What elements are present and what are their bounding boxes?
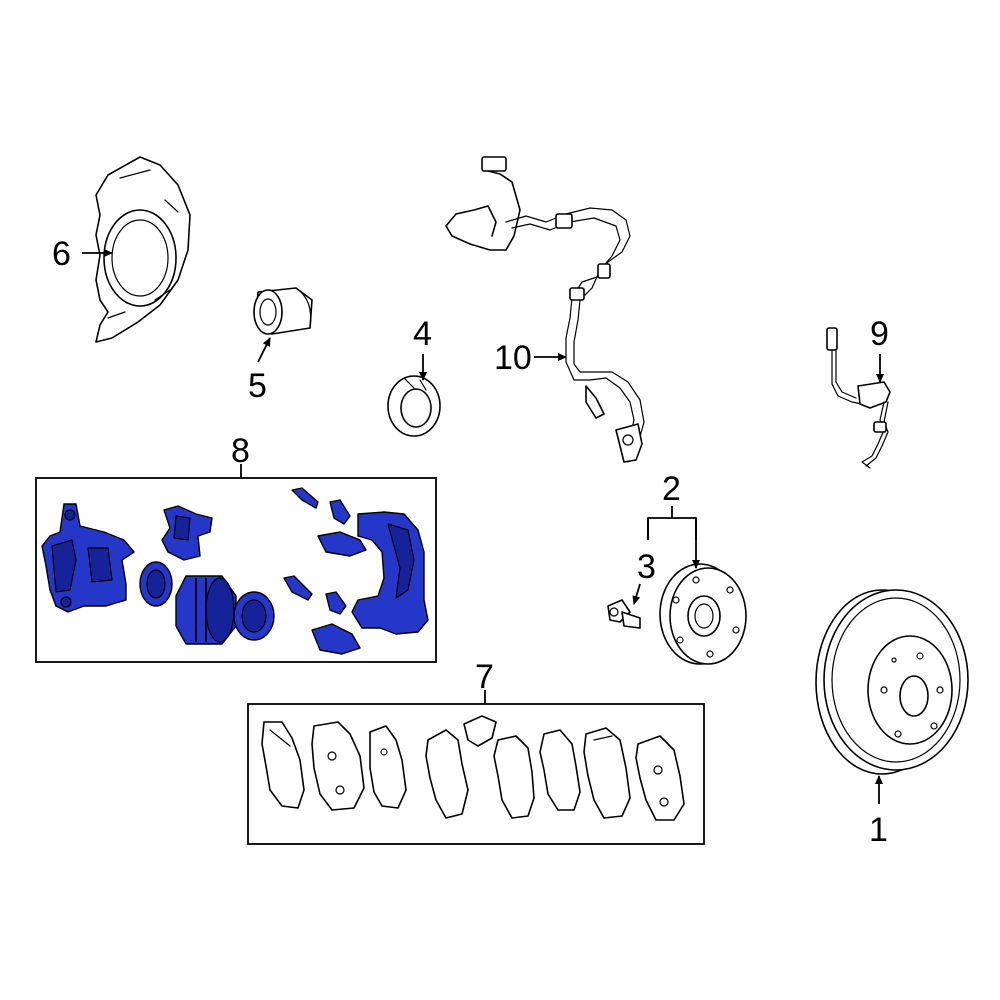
pad-clip-upper-highlighted[interactable]	[317, 531, 367, 557]
callout-4[interactable]: 4	[413, 315, 432, 353]
brake-pad-4[interactable]	[425, 729, 469, 819]
caliper-seal-highlighted[interactable]	[139, 561, 173, 607]
callout-8[interactable]: 8	[231, 432, 250, 470]
callout-7[interactable]: 7	[475, 658, 494, 696]
hub-assembly-part[interactable]	[659, 563, 747, 665]
wheel-bearing-part[interactable]	[253, 287, 313, 335]
caliper-body-highlighted[interactable]	[41, 503, 135, 613]
callout-10[interactable]: 10	[494, 339, 532, 377]
brake-pad-5[interactable]	[493, 735, 535, 819]
leader-2-bracket	[647, 517, 697, 540]
caliper-boot-highlighted[interactable]	[233, 591, 275, 641]
pad-clip-lower-highlighted[interactable]	[311, 623, 361, 655]
abs-sensor-part[interactable]	[826, 327, 891, 469]
callout-2[interactable]: 2	[662, 470, 681, 508]
leader-5	[257, 337, 271, 363]
guide-pin-upper-highlighted[interactable]	[291, 487, 351, 525]
splash-shield-part[interactable]	[95, 156, 191, 343]
brake-pad-6[interactable]	[539, 729, 581, 811]
brake-pad-7[interactable]	[583, 727, 631, 819]
brake-rotor-part[interactable]	[815, 589, 969, 775]
caliper-bleeder-highlighted[interactable]	[161, 505, 213, 561]
caliper-kit-box	[35, 477, 437, 663]
brake-pad-shim[interactable]	[463, 715, 497, 747]
abs-sensor-wire-part[interactable]	[445, 156, 645, 463]
brake-pad-kit-box	[247, 703, 705, 845]
brake-pad-8[interactable]	[635, 735, 685, 821]
guide-pin-lower-highlighted[interactable]	[283, 575, 347, 615]
callout-3[interactable]: 3	[637, 548, 656, 586]
hub-bolt-part[interactable]	[607, 599, 641, 629]
callout-1[interactable]: 1	[869, 811, 888, 849]
snap-ring-part[interactable]	[387, 375, 441, 437]
brake-pad-2[interactable]	[311, 721, 365, 811]
callout-6[interactable]: 6	[52, 235, 71, 273]
callout-9[interactable]: 9	[870, 315, 889, 353]
caliper-piston-highlighted[interactable]	[175, 575, 237, 645]
leader-3	[632, 583, 641, 605]
brake-pad-1[interactable]	[261, 721, 305, 809]
caliper-bracket-highlighted[interactable]	[351, 511, 429, 635]
callout-5[interactable]: 5	[248, 367, 267, 405]
brake-pad-3[interactable]	[369, 725, 407, 809]
